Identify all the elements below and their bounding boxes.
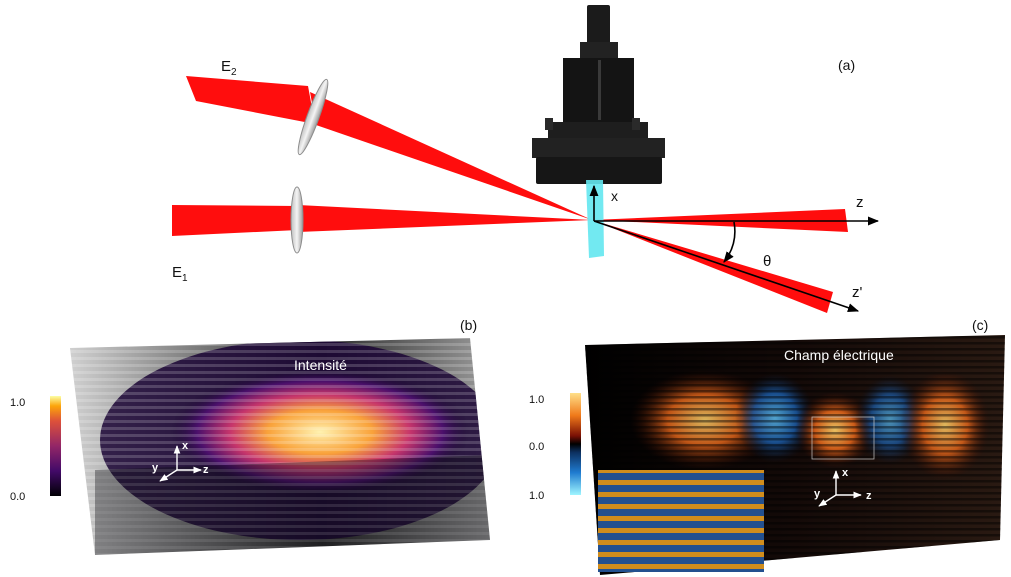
axis-triad-b: x z y	[152, 440, 209, 482]
panel-b-title: Intensité	[294, 357, 347, 373]
axis-x-label: x	[611, 188, 618, 204]
lens-e2	[297, 78, 329, 156]
beam-e1-focus	[298, 205, 592, 232]
label-e2: E2	[221, 58, 237, 78]
axis-zp-arrow	[593, 220, 860, 312]
panel-b-tag: (b)	[460, 317, 477, 333]
svg-text:z: z	[203, 464, 209, 476]
colorbar-c	[570, 393, 581, 495]
axis-triad-c: x z y	[814, 467, 872, 507]
beam-zp-out	[592, 220, 833, 313]
panel-a-tag: (a)	[838, 57, 855, 73]
colorbar-c-tick-top: 1.0	[529, 394, 544, 406]
beam-e1	[172, 205, 298, 236]
cuvette	[586, 180, 604, 258]
volume-render-b	[70, 338, 490, 555]
panel-c-title: Champ électrique	[784, 347, 894, 363]
colorbar-b-tick-top: 1.0	[10, 397, 25, 409]
svg-text:y: y	[814, 488, 821, 500]
colorbar-b	[50, 396, 61, 496]
beam-e2-focus	[310, 92, 592, 220]
colorbar-b-tick-bottom: 0.0	[10, 491, 25, 503]
colorbar-c-tick-bottom: 1.0	[529, 490, 544, 502]
axis-zp-label: z'	[852, 284, 863, 301]
label-e1: E1	[172, 264, 188, 284]
svg-text:x: x	[182, 440, 189, 452]
beam-e2	[186, 76, 315, 124]
panel-b: (b) Intensité 1.0 0.0 x z y	[10, 317, 490, 555]
axis-z-label: z	[856, 194, 864, 211]
svg-text:z: z	[866, 490, 872, 502]
svg-text:y: y	[152, 462, 159, 474]
svg-text:x: x	[842, 467, 849, 479]
panel-a: (a) E2 E1 x z z' θ	[172, 5, 880, 313]
inset-zoom	[598, 470, 764, 572]
colorbar-c-tick-middle: 0.0	[529, 441, 544, 453]
theta-arc-arrow	[723, 221, 736, 263]
panel-c-tag: (c)	[972, 317, 988, 333]
microscope-objective	[532, 5, 665, 184]
panel-c: (c) Champ électrique 1.0 0.0 1.0	[529, 317, 1005, 575]
lens-e1	[290, 186, 304, 254]
theta-label: θ	[763, 253, 771, 270]
